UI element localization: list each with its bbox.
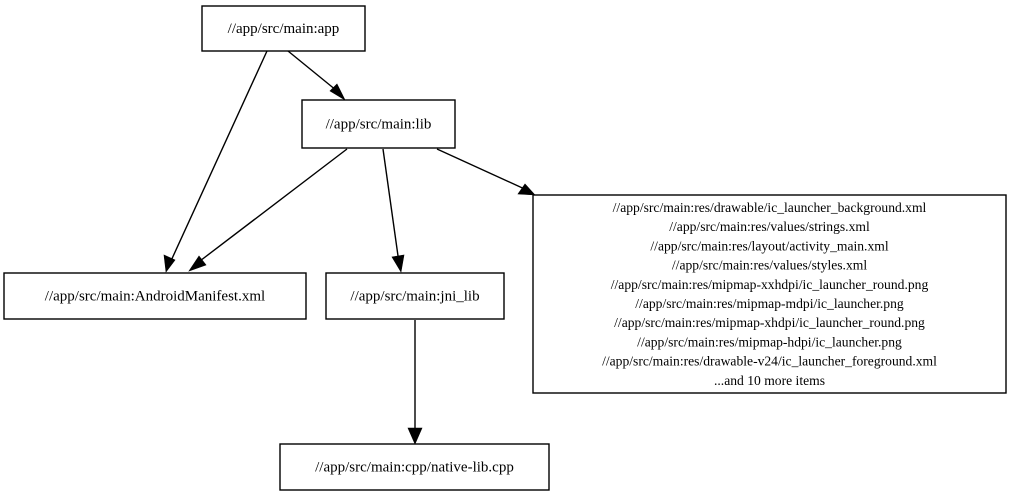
node-box[interactable] — [301, 99, 456, 149]
arrowhead-icon — [329, 83, 346, 101]
node-box[interactable] — [279, 443, 550, 491]
node-label-line: ...and 10 more items — [714, 373, 825, 388]
node-label-line: //app/src/main:res/mipmap-mdpi/ic_launch… — [635, 296, 904, 311]
nodes-layer: //app/src/main:app //app/src/main:lib //… — [3, 5, 1007, 491]
edge-line — [195, 148, 348, 265]
node-label: //app/src/main:app — [228, 21, 340, 37]
edge-line — [382, 148, 400, 264]
node-label: //app/src/main:AndroidManifest.xml — [45, 288, 265, 304]
arrowhead-icon — [517, 183, 536, 196]
node-label-line: //app/src/main:res/mipmap-xxhdpi/ic_laun… — [611, 277, 929, 292]
edge-app-to-lib — [287, 50, 346, 101]
edge-line — [169, 50, 268, 264]
node-res-bundle[interactable]: //app/src/main:res/drawable/ic_launcher_… — [532, 194, 1007, 394]
edge-lib-to-jni-lib — [382, 148, 405, 273]
node-android-manifest[interactable]: //app/src/main:AndroidManifest.xml — [3, 272, 307, 320]
node-multiline-label: //app/src/main:res/drawable/ic_launcher_… — [602, 200, 937, 388]
node-jni-lib[interactable]: //app/src/main:jni_lib — [325, 272, 505, 320]
node-label-line: //app/src/main:res/drawable/ic_launcher_… — [613, 200, 927, 215]
arrowhead-icon — [163, 254, 176, 273]
node-label-line: //app/src/main:res/values/styles.xml — [672, 258, 867, 273]
edge-line — [436, 148, 530, 192]
edge-jni-lib-to-native-lib — [407, 320, 423, 445]
arrowhead-icon — [407, 427, 423, 445]
node-label: //app/src/main:lib — [326, 116, 432, 132]
node-label-line: //app/src/main:res/layout/activity_main.… — [650, 238, 888, 253]
node-label-line: //app/src/main:res/mipmap-xhdpi/ic_launc… — [614, 315, 925, 330]
node-box[interactable] — [325, 272, 505, 320]
arrowhead-icon — [391, 254, 405, 273]
arrowhead-icon — [188, 255, 207, 272]
node-box[interactable] — [3, 272, 307, 320]
node-label: //app/src/main:jni_lib — [350, 288, 479, 304]
edge-lib-to-manifest — [188, 148, 348, 272]
node-label-line: //app/src/main:res/mipmap-hdpi/ic_launch… — [637, 334, 902, 349]
edge-app-to-manifest — [163, 50, 268, 273]
edge-lib-to-res-bundle — [436, 148, 536, 196]
node-native-lib-cpp[interactable]: //app/src/main:cpp/native-lib.cpp — [279, 443, 550, 491]
node-app[interactable]: //app/src/main:app — [201, 5, 366, 52]
node-box[interactable] — [201, 5, 366, 52]
node-box[interactable] — [532, 194, 1007, 394]
node-lib[interactable]: //app/src/main:lib — [301, 99, 456, 149]
edges-layer — [163, 50, 536, 445]
node-label-line: //app/src/main:res/values/strings.xml — [669, 219, 870, 234]
node-label-line: //app/src/main:res/drawable-v24/ic_launc… — [602, 354, 937, 369]
node-label: //app/src/main:cpp/native-lib.cpp — [315, 459, 514, 475]
